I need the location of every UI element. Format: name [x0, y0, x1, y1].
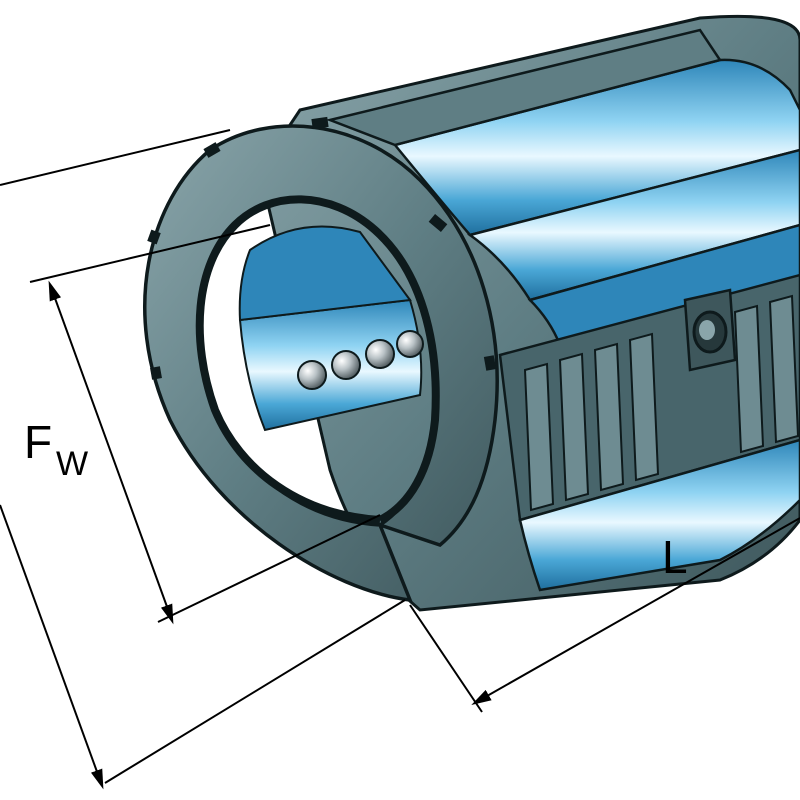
fw-label-main: F — [24, 416, 52, 468]
outer-diameter-arrow — [0, 504, 104, 790]
ball — [297, 360, 327, 390]
ring-notches — [147, 116, 497, 380]
fw-label-subscript: W — [56, 445, 88, 483]
dimension-lines — [0, 129, 800, 790]
extension-line-top-inner — [29, 224, 271, 283]
ball — [365, 339, 395, 369]
rail-1 — [325, 28, 723, 147]
ball — [396, 330, 424, 358]
fw-dimension-arrow — [48, 280, 174, 625]
front-end-ring — [143, 116, 499, 603]
extension-line-bottom-outer — [104, 599, 406, 784]
extension-line-bottom-inner — [157, 514, 381, 623]
ball-row — [297, 330, 424, 390]
bore-lip — [195, 195, 440, 524]
bottom-track — [518, 438, 800, 592]
ribs — [523, 294, 800, 512]
bore-channel — [238, 298, 423, 432]
extension-line-top-outer — [0, 129, 231, 186]
length-label: L — [662, 531, 688, 583]
bore-back — [238, 225, 412, 322]
top-track-1 — [392, 58, 800, 237]
l-dimension-arrow — [471, 517, 800, 705]
lube-port — [683, 288, 737, 372]
l-extension-front — [409, 604, 483, 713]
ball — [331, 350, 361, 380]
dimension-labels: F W L — [24, 416, 688, 583]
